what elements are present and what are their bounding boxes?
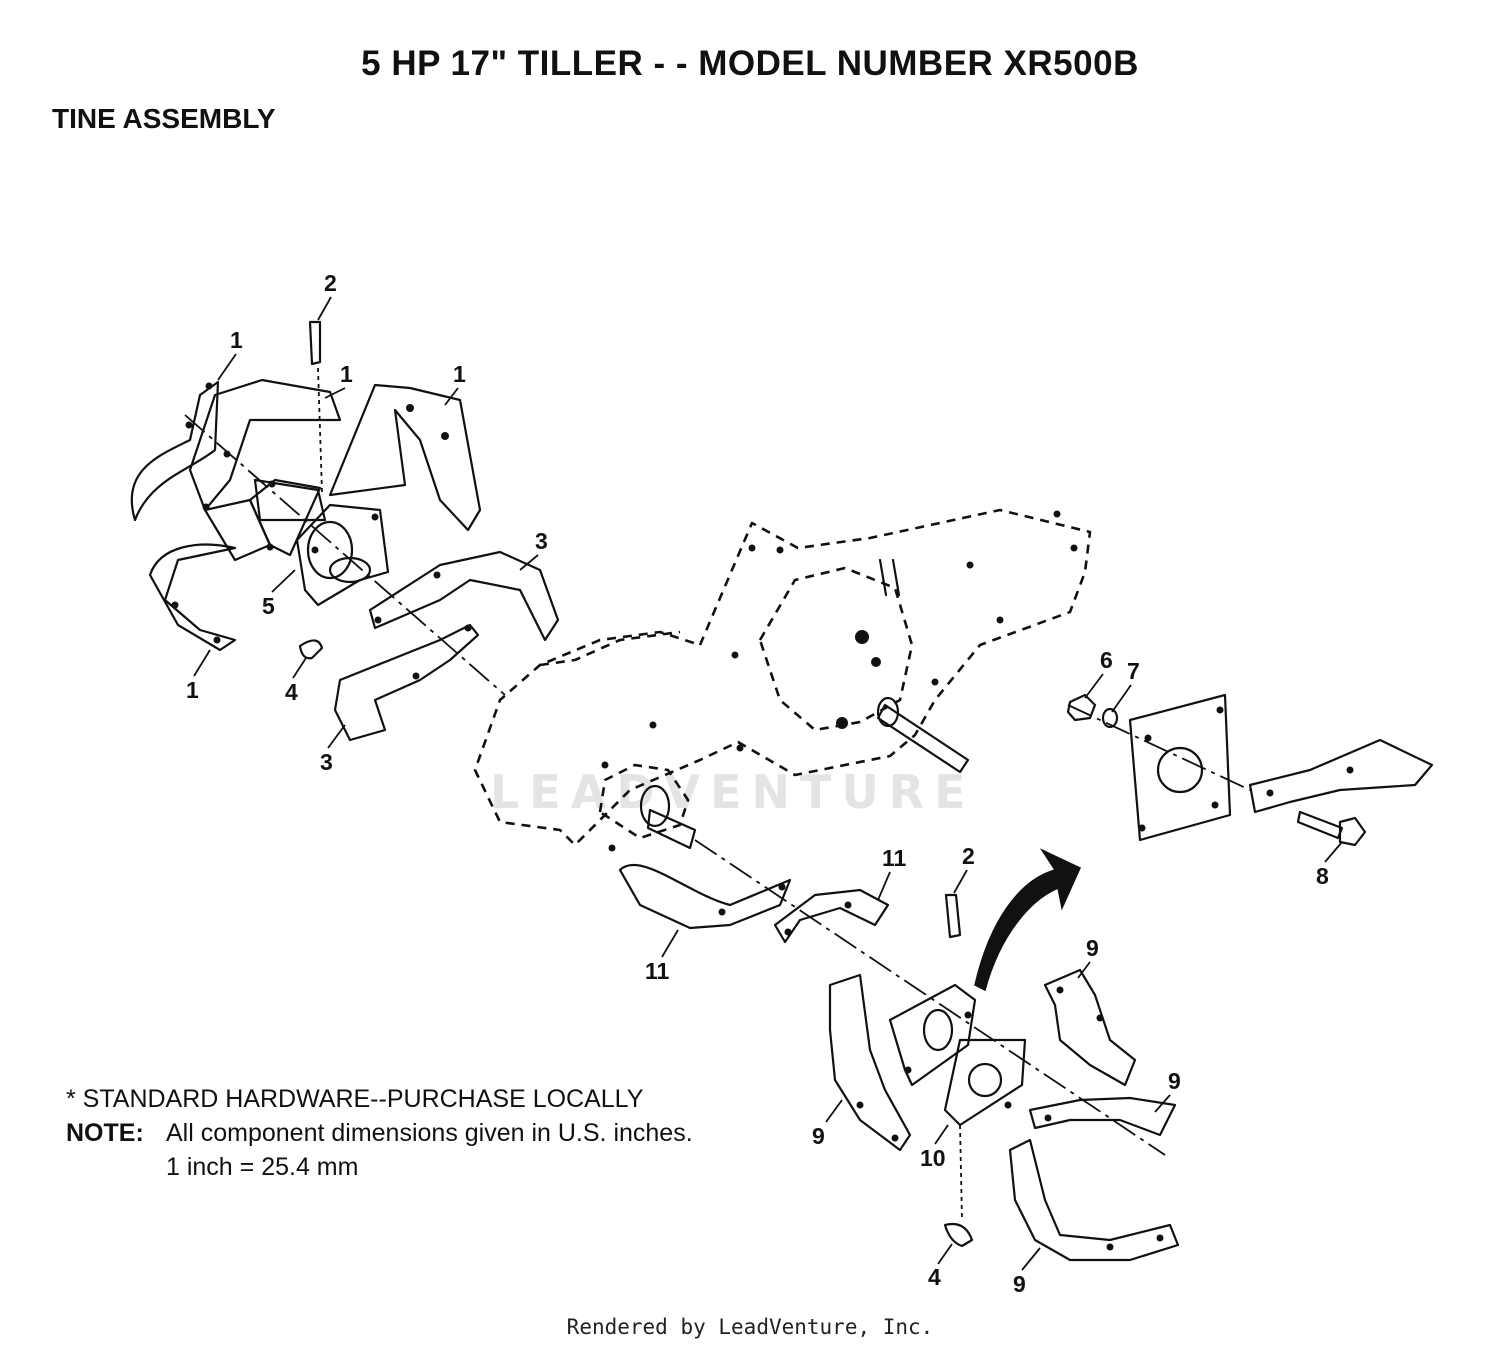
- page-title: 5 HP 17" TILLER - - MODEL NUMBER XR500B: [361, 44, 1139, 83]
- callout-3-lower: 3: [320, 749, 333, 775]
- callout-9-middle-right: 9: [1168, 1068, 1181, 1094]
- footnote-block: * STANDARD HARDWARE--PURCHASE LOCALLY NO…: [66, 1082, 786, 1184]
- note-line-conversion: 1 inch = 25.4 mm: [166, 1153, 359, 1181]
- callout-8: 8: [1316, 863, 1329, 889]
- note-line-units: All component dimensions given in U.S. i…: [166, 1119, 693, 1147]
- callout-6: 6: [1100, 647, 1113, 673]
- callout-5: 5: [262, 593, 275, 619]
- callout-9-bottom: 9: [1013, 1271, 1026, 1297]
- callout-3-upper: 3: [535, 528, 548, 554]
- transmission-housing: [473, 508, 1092, 852]
- left-tine-assembly: [130, 320, 560, 742]
- callout-1-b: 1: [340, 361, 353, 387]
- note-label: NOTE:: [66, 1119, 144, 1147]
- render-credit: Rendered by LeadVenture, Inc.: [566, 1315, 934, 1339]
- side-plate-hardware: [1066, 693, 1434, 847]
- callout-1-a: 1: [230, 327, 243, 353]
- callout-4-left: 4: [285, 679, 298, 705]
- callout-1-d: 1: [186, 677, 199, 703]
- callout-10: 10: [920, 1145, 946, 1171]
- callout-11-upper: 11: [882, 845, 907, 871]
- rotation-direction-arrow: [974, 848, 1081, 992]
- callout-9-upper-right: 9: [1086, 935, 1099, 961]
- watermark-text: LEADVENTURE: [490, 765, 976, 819]
- section-title: TINE ASSEMBLY: [52, 103, 276, 134]
- callout-9-left: 9: [812, 1123, 825, 1149]
- note-text: All component dimensions given in U.S. i…: [166, 1116, 693, 1184]
- dimensions-note: NOTE: All component dimensions given in …: [66, 1116, 786, 1184]
- callout-2-lower: 2: [962, 843, 975, 869]
- right-tine-assembly: [618, 848, 1180, 1262]
- callout-7: 7: [1127, 658, 1140, 684]
- standard-hardware-note: * STANDARD HARDWARE--PURCHASE LOCALLY: [66, 1085, 644, 1113]
- callout-4-right: 4: [928, 1264, 941, 1290]
- callout-1-c: 1: [453, 361, 466, 387]
- callout-11-lower: 11: [645, 958, 670, 984]
- part-callouts: 2 1 1 1 1 5 3 3 4 6 7 8 11: [186, 270, 1343, 1297]
- callout-2-top: 2: [324, 270, 337, 296]
- assembly-axis-lines: [184, 414, 1251, 1156]
